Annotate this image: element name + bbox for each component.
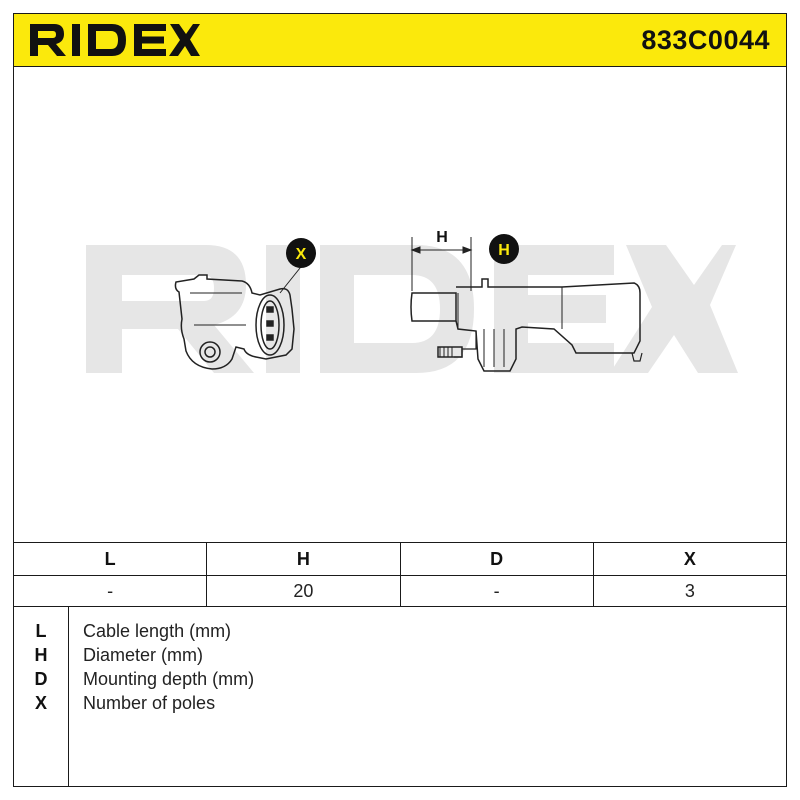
- sensor-side-view: [410, 278, 643, 372]
- legend-divider: [68, 607, 69, 787]
- ridex-logo: [30, 24, 200, 56]
- legend-key: L: [35, 621, 47, 641]
- spec-header-l: L: [104, 548, 116, 569]
- spec-value-h: 20: [206, 576, 399, 607]
- product-sheet: 833C0044: [13, 13, 787, 787]
- legend-key: X: [34, 693, 47, 713]
- spec-header-d: D: [399, 543, 593, 575]
- watermark-logo: [86, 245, 738, 373]
- part-number: 833C0044: [641, 25, 770, 55]
- legend-row: H Diameter (mm): [14, 643, 786, 667]
- legend-row: L Cable length (mm): [14, 619, 786, 643]
- spec-value-d: -: [399, 576, 593, 607]
- legend-description: Cable length (mm): [83, 621, 232, 641]
- legend-description: Diameter (mm): [83, 645, 203, 665]
- callout-x: X: [286, 238, 316, 268]
- sensor-front-view: [174, 262, 305, 370]
- spec-header-h: H: [206, 543, 399, 575]
- legend-description: Mounting depth (mm): [83, 669, 255, 689]
- spec-value-row: - 20 - 3: [14, 575, 786, 607]
- svg-text:X: X: [296, 246, 307, 263]
- spec-header-row: L H D X: [14, 543, 786, 575]
- spec-value-l: -: [107, 581, 114, 601]
- svg-text:H: H: [498, 242, 510, 259]
- sensor-drawing: X: [86, 229, 738, 373]
- legend-row: D Mounting depth (mm): [14, 667, 786, 691]
- dimension-h: [410, 237, 473, 291]
- legend-key: D: [34, 669, 48, 689]
- legend: L Cable length (mm) H Diameter (mm) D Mo…: [14, 607, 786, 787]
- spec-value-x: 3: [592, 576, 786, 607]
- technical-drawing: X: [14, 67, 786, 541]
- header-bar: 833C0044: [14, 14, 786, 67]
- spec-header-x: X: [592, 543, 786, 575]
- legend-row: X Number of poles: [14, 691, 786, 715]
- legend-description: Number of poles: [83, 693, 216, 713]
- dimension-h-label: H: [436, 229, 448, 246]
- callout-h: H: [489, 234, 519, 264]
- spec-table: L H D X - 20 - 3: [14, 542, 786, 607]
- legend-key: H: [34, 645, 48, 665]
